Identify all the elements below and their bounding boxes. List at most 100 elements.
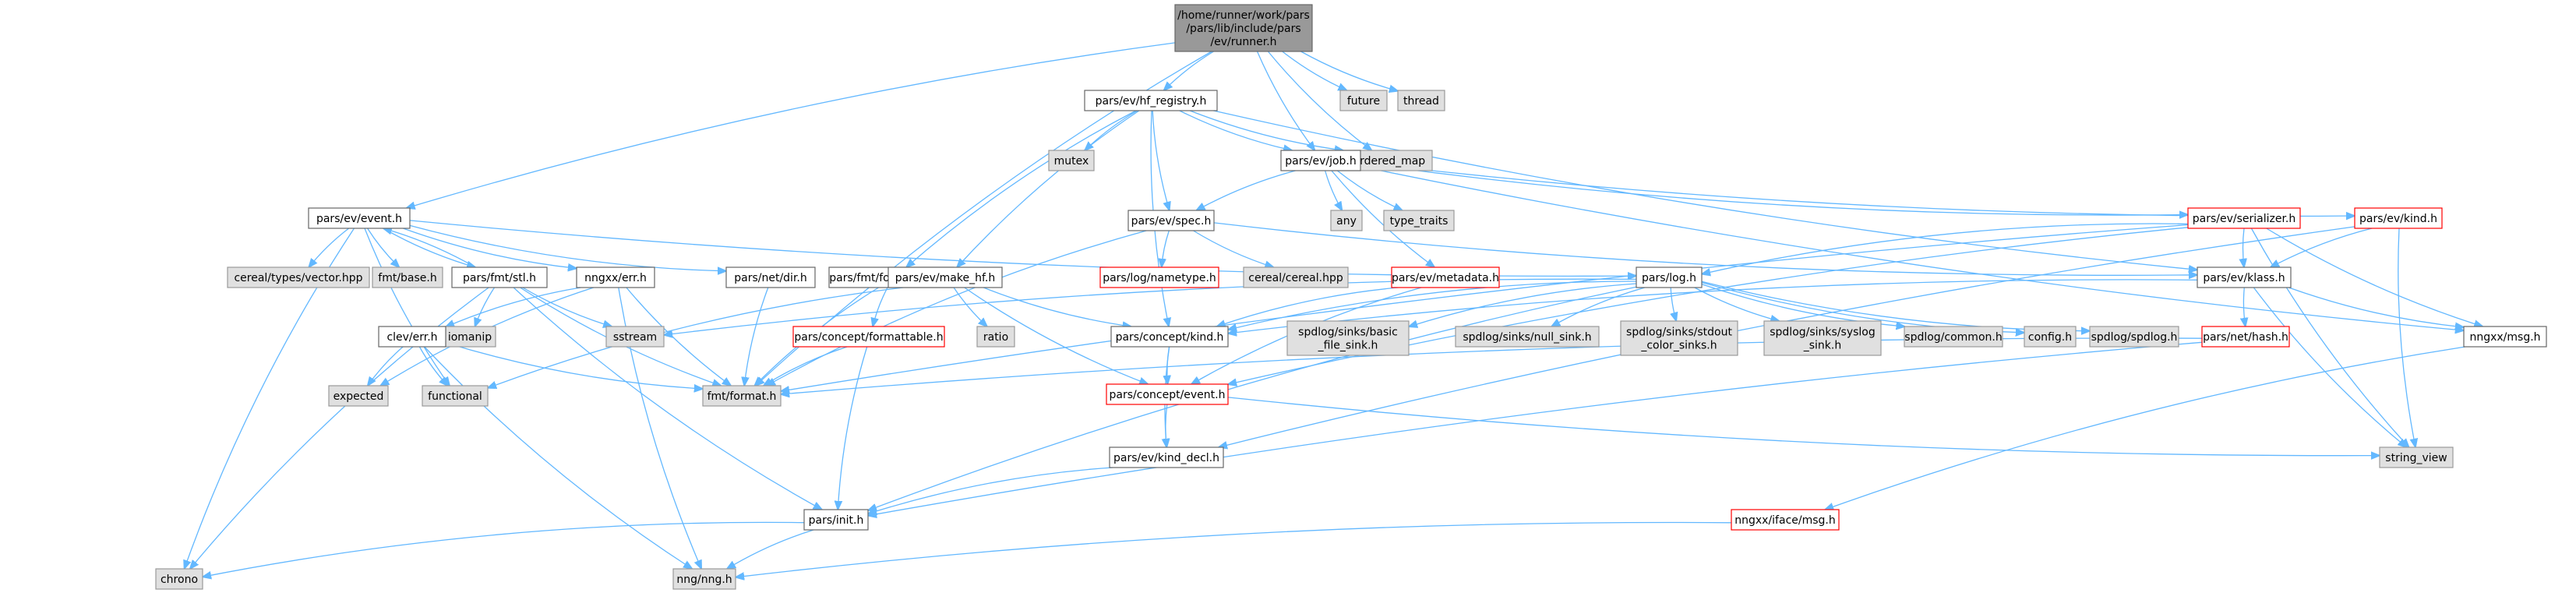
node-log-nametype[interactable]: pars/log/nametype.h [1099, 266, 1219, 288]
node-serializer[interactable]: pars/ev/serializer.h [2187, 207, 2301, 229]
node-make-hf[interactable]: pars/ev/make_hf.h [887, 266, 1003, 288]
edge-spec-to-cereal_cereal [1193, 230, 1274, 267]
edge-make_hf-to-ratio [953, 287, 987, 326]
node-net-hash[interactable]: pars/net/hash.h [2201, 326, 2290, 348]
edge-hf_registry-to-job [1179, 110, 1292, 150]
node-label: functional [428, 390, 482, 403]
node-nngxx-err[interactable]: nngxx/err.h [576, 266, 655, 288]
node-log[interactable]: pars/log.h [1636, 266, 1703, 288]
node-label: pars/ev/kind.h [2359, 213, 2437, 225]
node-mutex: mutex [1048, 150, 1095, 171]
node-label: string_view [2385, 452, 2447, 464]
edge-klass-to-concept_kind [1228, 279, 2198, 334]
node-expected: expected [328, 385, 389, 407]
node-kind-decl[interactable]: pars/ev/kind_decl.h [1109, 446, 1224, 468]
edge-klass-to-nngxx_msg [2288, 287, 2464, 327]
node-job[interactable]: pars/ev/job.h [1280, 150, 1361, 171]
node-label: type_traits [1390, 215, 1449, 228]
node-clev-err[interactable]: clev/err.h [378, 326, 446, 348]
nodes-layer: /home/runner/work/pars/pars/lib/include/… [155, 4, 2547, 590]
node-label: spdlog/common.h [1904, 331, 2002, 344]
node-nngxx-msg[interactable]: nngxx/msg.h [2463, 326, 2547, 348]
edge-event-to-nngxx_err [403, 228, 577, 268]
node-event[interactable]: pars/ev/event.h [308, 207, 411, 229]
node-sstream: sstream [605, 326, 665, 348]
edge-root-to-job [1256, 51, 1315, 150]
node-net-dir[interactable]: pars/net/dir.h [725, 266, 816, 288]
node-box [1339, 90, 1388, 111]
node-basic-file-sink: spdlog/sinks/basic_file_sink.h [1286, 320, 1410, 356]
node-hf-registry[interactable]: pars/ev/hf_registry.h [1084, 90, 1218, 111]
edge-hf_registry-to-unordered_map [1189, 110, 1343, 150]
node-iface-msg[interactable]: nngxx/iface/msg.h [1731, 509, 1840, 531]
node-concept-event[interactable]: pars/concept/event.h [1106, 383, 1229, 405]
node-label: future [1347, 95, 1380, 108]
node-box [422, 385, 489, 407]
node-stdout-color-sinks: spdlog/sinks/stdout_color_sinks.h [1620, 320, 1738, 356]
node-klass[interactable]: pars/ev/klass.h [2197, 266, 2292, 288]
node-box [378, 326, 446, 348]
edge-net_hash-to-init [868, 341, 2203, 515]
edge-kind_decl-to-init [868, 467, 1113, 514]
node-label: mutex [1054, 155, 1089, 168]
node-label: pars/ev/hf_registry.h [1096, 95, 1207, 108]
node-label: pars/ev/event.h [316, 213, 402, 225]
edge-hf_registry-to-fmt_formattable [906, 110, 1137, 267]
node-kind[interactable]: pars/ev/kind.h [2354, 207, 2443, 229]
node-concept-kind[interactable]: pars/concept/kind.h [1110, 326, 1229, 348]
node-spec[interactable]: pars/ev/spec.h [1127, 210, 1215, 231]
node-label: expected [333, 390, 384, 403]
node-thread: thread [1397, 90, 1445, 111]
edge-root-to-thread [1300, 51, 1399, 91]
edge-job-to-nngxx_msg [1360, 165, 2464, 331]
edge-clev_err-to-expected [368, 346, 404, 386]
edge-hf_registry-to-make_hf [957, 110, 1140, 267]
edge-fmt_stl-to-iomanip [475, 287, 496, 326]
node-label: clev/err.h [386, 331, 437, 344]
node-fmt-stl[interactable]: pars/fmt/stl.h [451, 266, 548, 288]
node-root[interactable]: /home/runner/work/pars/pars/lib/include/… [1174, 4, 1313, 52]
node-init[interactable]: pars/init.h [803, 509, 869, 531]
edge-job-to-spec [1196, 170, 1296, 210]
node-label: spdlog/spdlog.h [2091, 331, 2178, 344]
node-box [1286, 320, 1410, 356]
edge-job-to-metadata [1331, 170, 1434, 267]
node-box [2089, 326, 2179, 348]
node-config: config.h [2024, 326, 2077, 348]
node-box [803, 509, 869, 531]
node-label: any [1336, 215, 1357, 228]
edge-log-to-init [868, 286, 1637, 510]
node-box [2197, 266, 2292, 288]
node-box [1383, 210, 1455, 231]
node-string-view: string_view [2379, 446, 2454, 468]
edge-iface_msg-to-nng [736, 521, 1732, 577]
edge-log-to-concept_kind [1228, 281, 1637, 330]
node-label: pars/ev/metadata.h [1392, 272, 1499, 284]
edge-init-to-nng [727, 529, 814, 569]
edge-clev_err-to-nng [424, 346, 693, 569]
node-spdlog: spdlog/spdlog.h [2089, 326, 2179, 348]
node-box [1110, 326, 1229, 348]
node-nng: nng/nng.h [672, 568, 736, 590]
node-box [1243, 266, 1349, 288]
edge-spec-to-fmt_format [767, 230, 1147, 386]
node-fmt-base: fmt/base.h [372, 266, 443, 288]
node-metadata[interactable]: pars/ev/metadata.h [1391, 266, 1500, 288]
node-label: thread [1403, 95, 1439, 108]
edge-root-to-hf_registry [1164, 51, 1214, 90]
node-functional: functional [422, 385, 489, 407]
node-box [372, 266, 443, 288]
edges-layer [185, 42, 2483, 577]
node-box [443, 326, 496, 348]
node-concept-formattable[interactable]: pars/concept/formattable.h [792, 326, 945, 348]
node-box [155, 568, 203, 590]
edge-log-to-null_sink [1551, 287, 1646, 326]
node-future: future [1339, 90, 1388, 111]
node-box [605, 326, 665, 348]
node-label: chrono [161, 574, 198, 586]
edge-clev_err-to-functional [418, 346, 447, 386]
node-label: pars/ev/kind_decl.h [1113, 452, 1219, 464]
node-box [1127, 210, 1215, 231]
node-label: pars/net/hash.h [2203, 331, 2288, 344]
